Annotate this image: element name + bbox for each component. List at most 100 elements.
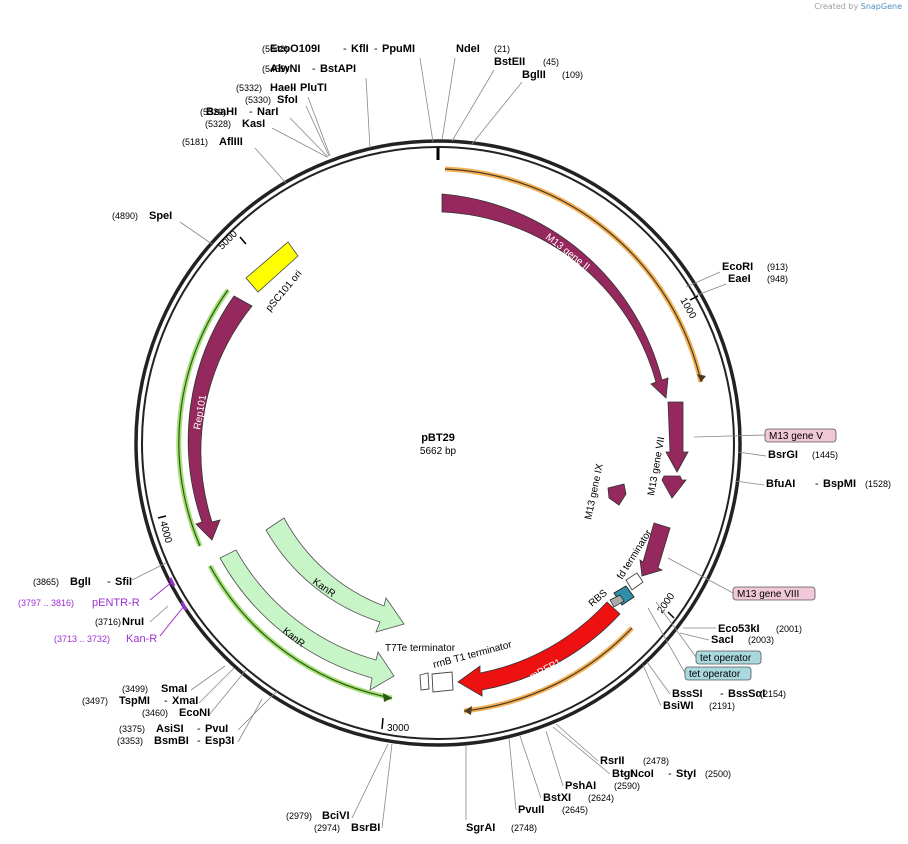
feature-tag-box[interactable] — [732, 586, 816, 601]
site-position: (4890) — [112, 211, 138, 221]
feature-m13-gene-ix[interactable]: M13 gene IX — [583, 463, 627, 521]
feature-m13-gene-vii[interactable]: M13 gene VII — [646, 401, 689, 499]
feature-tag-box[interactable] — [764, 428, 837, 443]
site-name-extra: BstAPI — [320, 63, 356, 75]
leader-line — [441, 57, 456, 141]
plasmid-name: pBT29 — [421, 432, 455, 444]
site-position: (2003) — [748, 635, 774, 645]
site-position: (2191) — [709, 701, 735, 711]
site-name: SacI — [711, 634, 734, 646]
orf-arc-2-core — [463, 627, 633, 712]
orf-arc-1-core — [444, 168, 702, 383]
site-position: (2979) — [286, 811, 312, 821]
site-position: (2001) — [776, 624, 802, 634]
feature-rep101[interactable]: Rep101 — [187, 295, 253, 541]
site-separator: - — [815, 478, 819, 490]
feature-m13-gene-viii[interactable] — [639, 522, 671, 577]
primer-range: (3797 .. 3816) — [18, 598, 74, 608]
site-position: (5455) — [262, 64, 288, 74]
feature-t7te-terminator[interactable]: T7Te terminator — [385, 643, 456, 691]
site-separator: - — [197, 723, 201, 735]
brand-prefix: Created by — [814, 2, 859, 11]
site-position: (5330) — [245, 95, 271, 105]
leader-line — [555, 723, 599, 762]
leader-line — [471, 81, 523, 145]
leader-line — [289, 117, 329, 158]
feature-tag-leader — [693, 434, 766, 438]
site-separator: - — [374, 43, 378, 55]
site-name-extra: NcoI — [630, 768, 654, 780]
tick-1000: 1000 — [677, 295, 699, 321]
site-name-extra: StyI — [676, 768, 696, 780]
leader-line — [179, 221, 213, 245]
feature-m13-gene-ii[interactable]: M13 gene II — [441, 193, 669, 399]
leader-line — [307, 96, 331, 157]
leader-line — [508, 737, 517, 811]
site-name: BsmBI — [154, 735, 189, 747]
leader-line — [679, 632, 710, 641]
site-separator: - — [720, 688, 724, 700]
site-position: (3460) — [142, 708, 168, 718]
site-name-extra: NarI — [257, 106, 278, 118]
site-position: (3353) — [117, 736, 143, 746]
site-name: SpeI — [149, 210, 172, 222]
feature-tag-leader — [655, 601, 697, 658]
leader-line — [552, 726, 611, 775]
site-position: (3375) — [119, 724, 145, 734]
site-position: (5329) — [200, 107, 226, 117]
site-name: BstEII — [494, 56, 525, 68]
site-labels: (5648)EcoO109I- KflI- PpuMI(5455)AlwNI- … — [18, 43, 891, 834]
site-position: (913) — [767, 262, 788, 272]
orf-arc-2-head — [464, 706, 472, 715]
primer-leader — [159, 605, 185, 637]
site-name: AsiSI — [156, 723, 184, 735]
leader-line — [149, 605, 169, 623]
feature-tag-label: M13 gene VIII — [737, 589, 799, 600]
site-name-extra: BssSαI — [728, 688, 765, 700]
leader-line — [734, 480, 765, 486]
site-name: BglI — [70, 576, 91, 588]
primer-leader — [149, 581, 173, 601]
feature-mrfp1[interactable]: mRFP1 — [457, 601, 621, 697]
site-separator: - — [107, 576, 111, 588]
site-name: BfuAI — [766, 478, 795, 490]
site-name: AlwNI — [270, 63, 301, 75]
feature-tag-box[interactable] — [695, 650, 762, 665]
site-name: BsrBI — [351, 822, 380, 834]
site-name-extra: PpuMI — [382, 43, 415, 55]
site-name: Eco53kI — [718, 623, 760, 635]
site-separator: - — [622, 768, 626, 780]
site-position: (2645) — [562, 805, 588, 815]
feature-tag-label: tet operator — [689, 669, 741, 680]
site-name: KasI — [242, 118, 265, 130]
site-position: (2478) — [643, 756, 669, 766]
site-position: (2974) — [314, 823, 340, 833]
primer-mark — [168, 577, 176, 587]
orf-arc-1-head — [697, 374, 706, 382]
site-position: (2748) — [511, 823, 537, 833]
orf-arc-4-core — [209, 565, 393, 699]
site-position: (3499) — [122, 684, 148, 694]
site-name: BsaHI — [206, 106, 237, 118]
site-separator: - — [249, 106, 253, 118]
feature-psc101-ori[interactable]: pSC101 ori — [245, 241, 304, 314]
feature-tag-leader — [667, 557, 734, 594]
leader-line — [198, 667, 235, 704]
site-name-extra: KflI — [351, 43, 369, 55]
leader-line — [381, 743, 393, 829]
feature-label: M13 gene II — [543, 232, 591, 273]
leader-lines — [131, 57, 767, 829]
site-name: BciVI — [322, 810, 350, 822]
site-separator: - — [197, 735, 201, 747]
leader-line — [519, 735, 542, 799]
site-position: (2624) — [588, 793, 614, 803]
leader-line — [451, 69, 495, 142]
site-position: (5328) — [205, 119, 231, 129]
leader-line — [131, 562, 167, 581]
feature-label: T7Te terminator — [385, 643, 456, 654]
site-name: SmaI — [161, 683, 187, 695]
leader-line — [365, 77, 371, 149]
site-name: EcoRI — [722, 261, 753, 273]
feature-tag-box[interactable] — [684, 666, 752, 681]
